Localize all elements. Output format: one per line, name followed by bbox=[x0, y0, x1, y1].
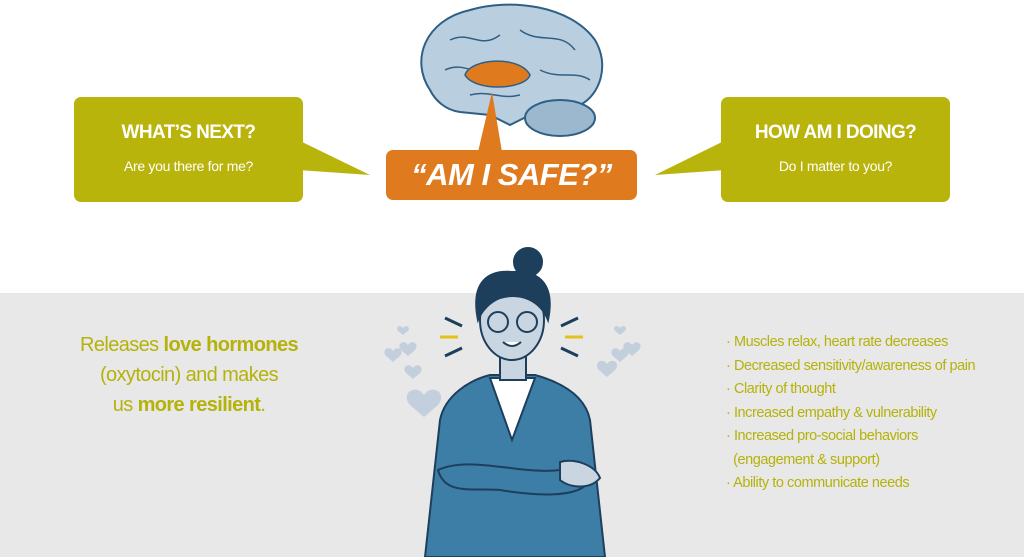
whats-next-title: WHAT’S NEXT? bbox=[121, 122, 256, 143]
heart-icons bbox=[384, 326, 641, 417]
woman-illustration bbox=[423, 247, 607, 557]
how-am-i-doing-title: HOW AM I DOING? bbox=[754, 122, 917, 143]
right-bubble-tail bbox=[655, 140, 726, 175]
text-span: us bbox=[112, 394, 138, 416]
text-span: . bbox=[260, 394, 266, 416]
effects-list: Muscles relax, heart rate decreases Decr… bbox=[726, 331, 975, 496]
left-bubble-tail bbox=[298, 140, 370, 175]
text-span: Releases bbox=[79, 334, 164, 356]
center-bubble-tail bbox=[478, 92, 502, 152]
list-item: Clarity of thought bbox=[726, 378, 975, 402]
how-am-i-doing-subtitle: Do I matter to you? bbox=[778, 158, 893, 174]
text-line: (oxytocin) and makes bbox=[99, 364, 279, 386]
list-item: Decreased sensitivity/awareness of pain bbox=[726, 355, 976, 379]
list-item: Muscles relax, heart rate decreases bbox=[726, 331, 975, 355]
whats-next-subtitle: Are you there for me? bbox=[123, 158, 254, 174]
more-resilient-bold: more resilient bbox=[137, 394, 261, 416]
brain-icon bbox=[420, 3, 604, 137]
love-hormones-bold: love hormones bbox=[163, 334, 299, 356]
how-am-i-doing-bubble: HOW AM I DOING? Do I matter to you? bbox=[721, 97, 950, 202]
list-item-continuation: (engagement & support) bbox=[733, 451, 880, 468]
whats-next-bubble: WHAT’S NEXT? Are you there for me? bbox=[74, 97, 303, 202]
list-item: Increased pro-social behaviors bbox=[726, 425, 975, 449]
burst-lines bbox=[440, 316, 583, 358]
am-i-safe-bubble: “AM I SAFE?” bbox=[386, 150, 637, 200]
oxytocin-text: Releases love hormones (oxytocin) and ma… bbox=[60, 330, 318, 420]
list-item: Increased empathy & vulnerability bbox=[726, 402, 975, 426]
list-item: Ability to communicate needs bbox=[726, 472, 975, 496]
